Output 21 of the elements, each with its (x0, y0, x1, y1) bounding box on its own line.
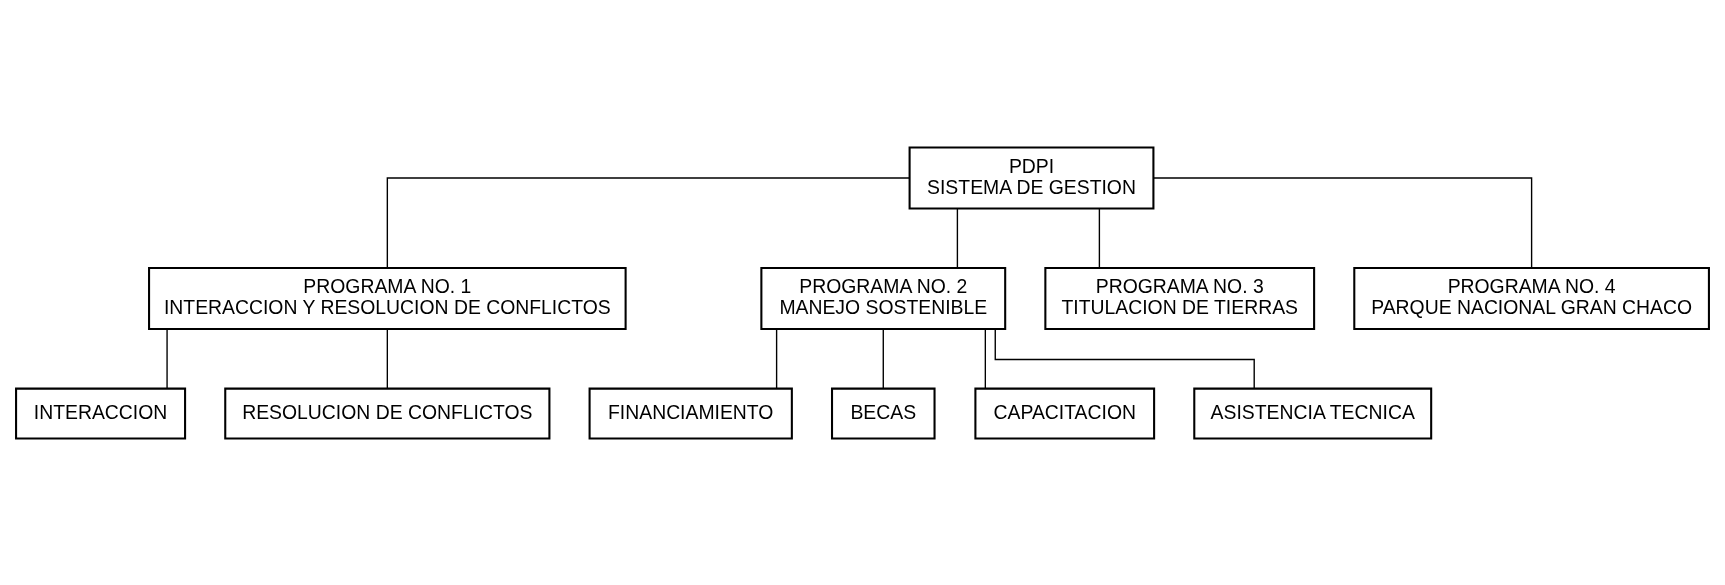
connector (1153, 176, 1533, 268)
node-box: INTERACCION (15, 387, 187, 439)
connector (166, 328, 168, 389)
node-box: RESOLUCION DE CONFLICTOS (224, 387, 551, 439)
connector (994, 327, 1255, 389)
connector (882, 328, 884, 389)
node-box: PDPI SISTEMA DE GESTION (908, 146, 1155, 210)
connector (956, 207, 959, 269)
connector (386, 176, 911, 268)
node-box: ASISTENCIA TECNICA (1193, 387, 1433, 439)
node-box: FINANCIAMIENTO (588, 387, 793, 439)
connector (984, 328, 987, 389)
node-box: CAPACITACION (974, 387, 1156, 439)
connector (1098, 207, 1101, 269)
connector (775, 328, 778, 389)
node-box: PROGRAMA NO. 2 MANEJO SOSTENIBLE (760, 266, 1007, 330)
connector (386, 328, 389, 389)
node-box: PROGRAMA NO. 1 INTERACCION Y RESOLUCION DE CONFLICTOS (148, 266, 627, 330)
node-box: BECAS (831, 387, 936, 439)
node-box: PROGRAMA NO. 4 PARQUE NACIONAL GRAN CHACO (1353, 266, 1710, 330)
node-box: PROGRAMA NO. 3 TITULACION DE TIERRAS (1044, 266, 1316, 330)
